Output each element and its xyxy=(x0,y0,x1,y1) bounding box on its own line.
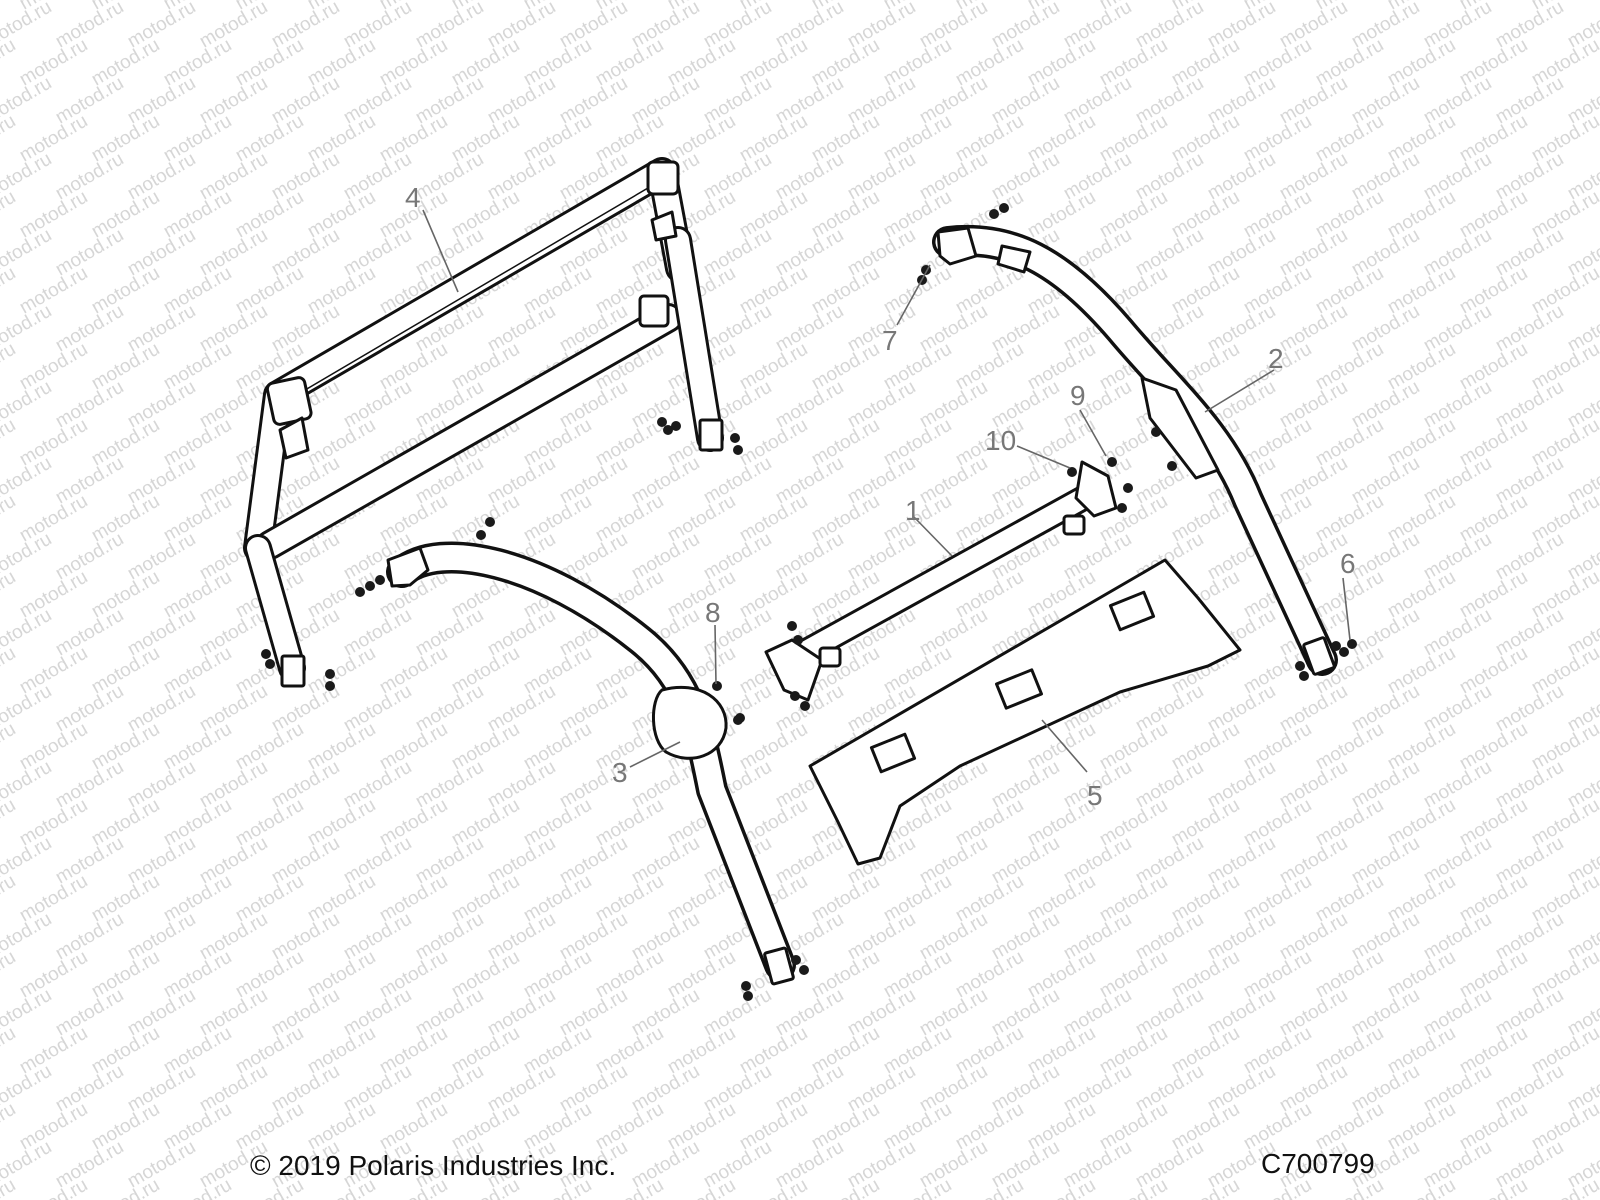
callout-1: 1 xyxy=(905,495,921,526)
watermark-text: motod.ru xyxy=(1528,35,1600,91)
watermark-text: motod.ru xyxy=(0,1099,19,1155)
fastener xyxy=(733,445,743,455)
fastener xyxy=(793,635,803,645)
callout-8: 8 xyxy=(705,597,721,628)
watermark-text: motod.ru xyxy=(0,111,19,167)
watermark-text: motod.ru xyxy=(0,35,19,91)
watermark-text: motod.ru xyxy=(0,491,19,547)
figure-id: C700799 xyxy=(1261,1148,1375,1179)
fastener xyxy=(787,621,797,631)
watermark-text: motod.ru xyxy=(1528,187,1600,243)
watermark-text: motod.ru xyxy=(0,187,19,243)
watermark-text: motod.ru xyxy=(0,719,19,775)
watermark-text: motod.ru xyxy=(1528,491,1600,547)
watermark-text: motod.ru xyxy=(0,871,19,927)
callout-4: 4 xyxy=(405,182,421,213)
watermark-text: motod.ru xyxy=(1528,643,1600,699)
fastener xyxy=(325,669,335,679)
fastener xyxy=(1331,641,1341,651)
fastener xyxy=(741,981,751,991)
fastener xyxy=(671,421,681,431)
callout-3: 3 xyxy=(612,757,628,788)
front-tube-part-3 xyxy=(386,541,796,986)
fastener xyxy=(365,581,375,591)
watermark-text: motod.ru xyxy=(1528,415,1600,471)
fastener xyxy=(1339,647,1349,657)
fastener xyxy=(476,530,486,540)
fastener xyxy=(1295,661,1305,671)
fastener xyxy=(1067,467,1077,477)
callout-6: 6 xyxy=(1340,548,1356,579)
fastener xyxy=(743,991,753,1001)
fastener xyxy=(261,649,271,659)
watermark-text: motod.ru xyxy=(0,263,19,319)
watermark-text: motod.ru xyxy=(0,415,19,471)
fastener xyxy=(1167,461,1177,471)
watermark-text: motod.ru xyxy=(0,795,19,851)
fastener xyxy=(485,517,495,527)
fastener xyxy=(265,659,275,669)
fastener xyxy=(325,681,335,691)
fastener xyxy=(712,681,722,691)
fastener xyxy=(791,955,801,965)
fastener xyxy=(790,691,800,701)
fastener xyxy=(799,965,809,975)
watermark-text: motod.ru xyxy=(1528,719,1600,775)
fastener xyxy=(1347,639,1357,649)
watermark-text: motod.ru xyxy=(1528,947,1600,1003)
watermark-text: motod.ru xyxy=(1528,111,1600,167)
fastener xyxy=(375,575,385,585)
watermark-text: motod.ru xyxy=(1528,1099,1600,1155)
watermark-text: motod.ru xyxy=(1528,1175,1600,1200)
watermark-text: motod.ru xyxy=(0,643,19,699)
fastener xyxy=(1299,671,1309,681)
callout-2: 2 xyxy=(1268,343,1284,374)
watermark-text: motod.ru xyxy=(0,1175,19,1200)
watermark-text: motod.ru xyxy=(1528,795,1600,851)
fastener xyxy=(657,417,667,427)
fastener xyxy=(733,715,743,725)
watermark-text: motod.ru xyxy=(0,339,19,395)
callout-7: 7 xyxy=(882,325,898,356)
fastener xyxy=(1123,483,1133,493)
fastener xyxy=(355,587,365,597)
watermark-text: motod.ru xyxy=(1528,871,1600,927)
fastener xyxy=(999,203,1009,213)
copyright-text: © 2019 Polaris Industries Inc. xyxy=(250,1150,617,1181)
callout-5: 5 xyxy=(1087,780,1103,811)
watermark-text: motod.ru xyxy=(1528,567,1600,623)
fastener xyxy=(989,209,999,219)
watermark-text: motod.ru xyxy=(1528,1023,1600,1079)
callout-9: 9 xyxy=(1070,380,1086,411)
fastener xyxy=(1117,503,1127,513)
watermark-text: motod.ru xyxy=(1528,339,1600,395)
watermark-text: motod.ru xyxy=(0,567,19,623)
watermark-text: motod.ru xyxy=(0,947,19,1003)
watermark-text: motod.ru xyxy=(0,1023,19,1079)
callout-10: 10 xyxy=(985,425,1016,456)
fastener xyxy=(730,433,740,443)
fastener xyxy=(1151,427,1161,437)
fastener xyxy=(1107,457,1117,467)
fastener xyxy=(800,701,810,711)
watermark-text: motod.ru xyxy=(1528,263,1600,319)
